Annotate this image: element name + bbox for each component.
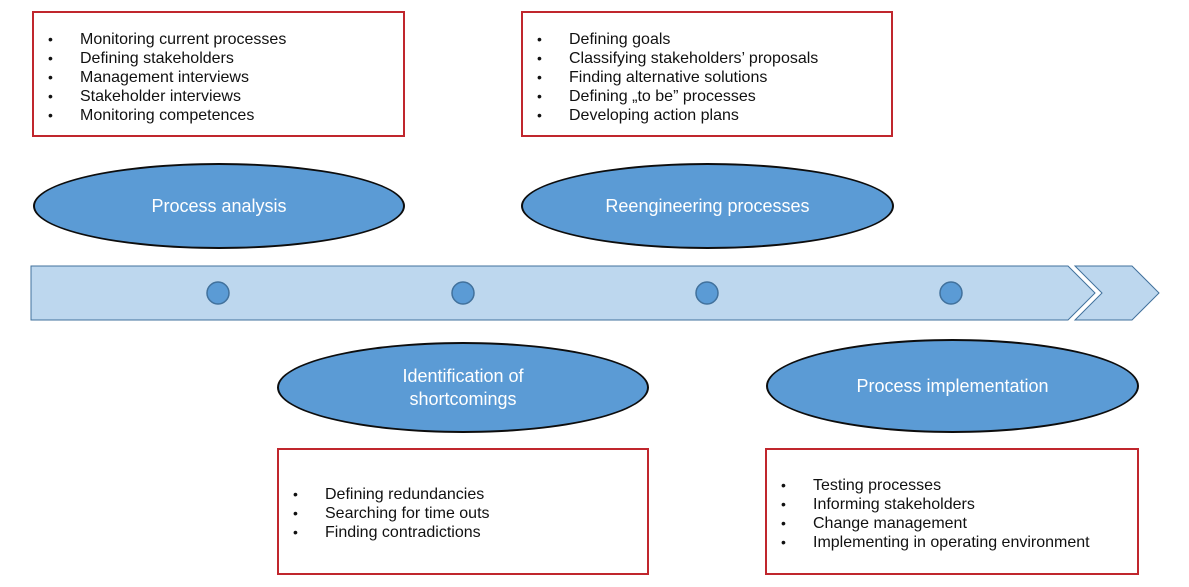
milestone-dot-3 <box>695 281 719 305</box>
list-item: •Testing processes <box>781 477 942 494</box>
identification-of-shortcomings-task-list: •Defining redundancies •Searching for ti… <box>279 485 647 542</box>
list-item: •Monitoring current processes <box>48 31 287 48</box>
stage-label: Process implementation <box>856 375 1049 396</box>
stage-label: Reengineering processes <box>605 195 810 216</box>
process-implementation-stage: Process implementation <box>766 339 1139 433</box>
stage-label: Process analysis <box>151 195 287 216</box>
list-item: •Change management <box>781 515 967 532</box>
list-item: •Defining goals <box>537 31 671 48</box>
timeline-arrow-body <box>30 265 1096 321</box>
list-item: •Monitoring competences <box>48 107 255 124</box>
stage-label-line-2: shortcomings <box>409 388 517 409</box>
process-implementation-task-list: •Testing processes •Informing stakeholde… <box>767 476 1137 552</box>
identification-of-shortcomings-stage: Identification of shortcomings <box>277 342 649 433</box>
list-item: •Developing action plans <box>537 107 739 124</box>
milestone-dot-1 <box>206 281 230 305</box>
stage-label-line-1: Identification of <box>402 365 524 386</box>
list-item: •Management interviews <box>48 69 249 86</box>
milestone-dot-4 <box>939 281 963 305</box>
list-item: •Defining „to be” processes <box>537 88 756 105</box>
process-analysis-task-box: •Monitoring current processes •Defining … <box>32 11 405 137</box>
list-item: •Informing stakeholders <box>781 496 975 513</box>
process-analysis-stage: Process analysis <box>33 163 405 249</box>
list-item: •Implementing in operating environment <box>781 534 1090 551</box>
reengineering-processes-task-box: •Defining goals •Classifying stakeholder… <box>521 11 893 137</box>
list-item: •Defining redundancies <box>293 486 485 503</box>
reengineering-processes-task-list: •Defining goals •Classifying stakeholder… <box>523 30 891 125</box>
list-item: •Defining stakeholders <box>48 50 234 67</box>
milestone-dot-2 <box>451 281 475 305</box>
process-implementation-task-box: •Testing processes •Informing stakeholde… <box>765 448 1139 575</box>
list-item: •Searching for time outs <box>293 505 490 522</box>
identification-of-shortcomings-task-box: •Defining redundancies •Searching for ti… <box>277 448 649 575</box>
reengineering-processes-stage: Reengineering processes <box>521 163 894 249</box>
list-item: •Classifying stakeholders’ proposals <box>537 50 819 67</box>
timeline-arrow-chevron <box>1073 265 1160 321</box>
list-item: •Stakeholder interviews <box>48 88 241 105</box>
list-item: •Finding alternative solutions <box>537 69 768 86</box>
list-item: •Finding contradictions <box>293 524 481 541</box>
process-analysis-task-list: •Monitoring current processes •Defining … <box>34 30 403 125</box>
